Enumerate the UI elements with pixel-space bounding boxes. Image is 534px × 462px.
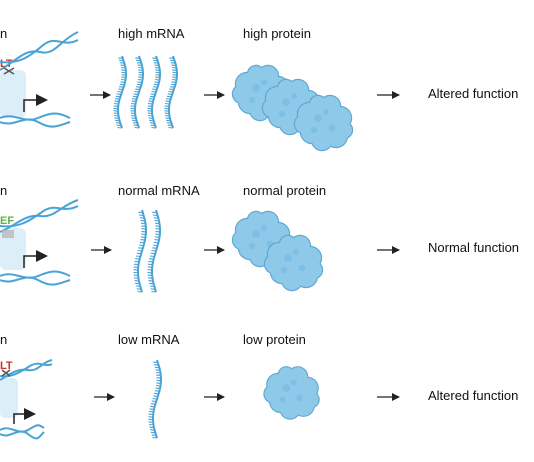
mrna-strand <box>133 209 147 293</box>
protein-blob <box>293 94 354 152</box>
row2-regulatory-protein <box>0 228 26 270</box>
row1-regulatory-protein <box>0 70 26 118</box>
row1-outcome: Altered function <box>428 86 519 101</box>
mrna-strand <box>130 55 144 129</box>
row1-mrna-label: high mRNA <box>118 26 185 41</box>
row2-gene-label: n <box>0 183 8 198</box>
row3-gene-locus <box>0 359 53 440</box>
row1-gene-label: n <box>0 26 8 41</box>
row2-dna-strand-d <box>0 276 71 286</box>
row3-mrna-label: low mRNA <box>118 332 180 347</box>
row2-variant-mark <box>2 230 14 238</box>
row2-mrna-label: normal mRNA <box>118 183 200 198</box>
row1-gene-locus <box>0 31 79 128</box>
row1-dna-strand-b <box>0 39 79 64</box>
row3-regulatory-protein <box>0 378 18 418</box>
row3-dna-strand-c <box>0 424 45 433</box>
row2-dna-strand-c <box>0 270 71 279</box>
flow-arrows <box>90 91 400 401</box>
row1-promoter-arrow <box>23 94 48 112</box>
row1-dna-strand-d <box>0 118 71 128</box>
row1-variant-mark <box>3 67 15 75</box>
mrna-strand <box>147 209 161 293</box>
row2-promoter-arrow <box>23 250 48 268</box>
row3-variant-mark <box>1 369 11 377</box>
mrna-strand <box>113 55 127 129</box>
row3-allele-label: LT <box>0 360 13 372</box>
row2-dna-strand-b <box>0 205 79 228</box>
row3-promoter-arrow <box>13 408 36 424</box>
row2-allele-label: EF <box>0 215 15 227</box>
row2-outcome: Normal function <box>428 240 520 255</box>
protein-blob <box>263 234 324 292</box>
row3-gene-label: n <box>0 332 8 347</box>
protein-blob <box>263 366 320 420</box>
mrna-strand <box>147 55 161 129</box>
mrna-layer <box>113 55 178 439</box>
row3-outcome: Altered function <box>428 388 519 403</box>
row2-protein-label: normal protein <box>243 183 327 198</box>
row2-gene-locus <box>0 199 79 286</box>
protein-layer <box>231 64 354 420</box>
row1-dna-strand-c <box>0 112 71 121</box>
row1-dna-strand-a <box>0 31 79 71</box>
row3-dna-strand-d <box>0 430 45 440</box>
mrna-strand <box>164 55 178 129</box>
row1-protein-label: high protein <box>243 26 311 41</box>
mrna-strand <box>148 359 162 439</box>
row3-protein-label: low protein <box>243 332 306 347</box>
row2-dna-strand-a <box>0 199 79 233</box>
